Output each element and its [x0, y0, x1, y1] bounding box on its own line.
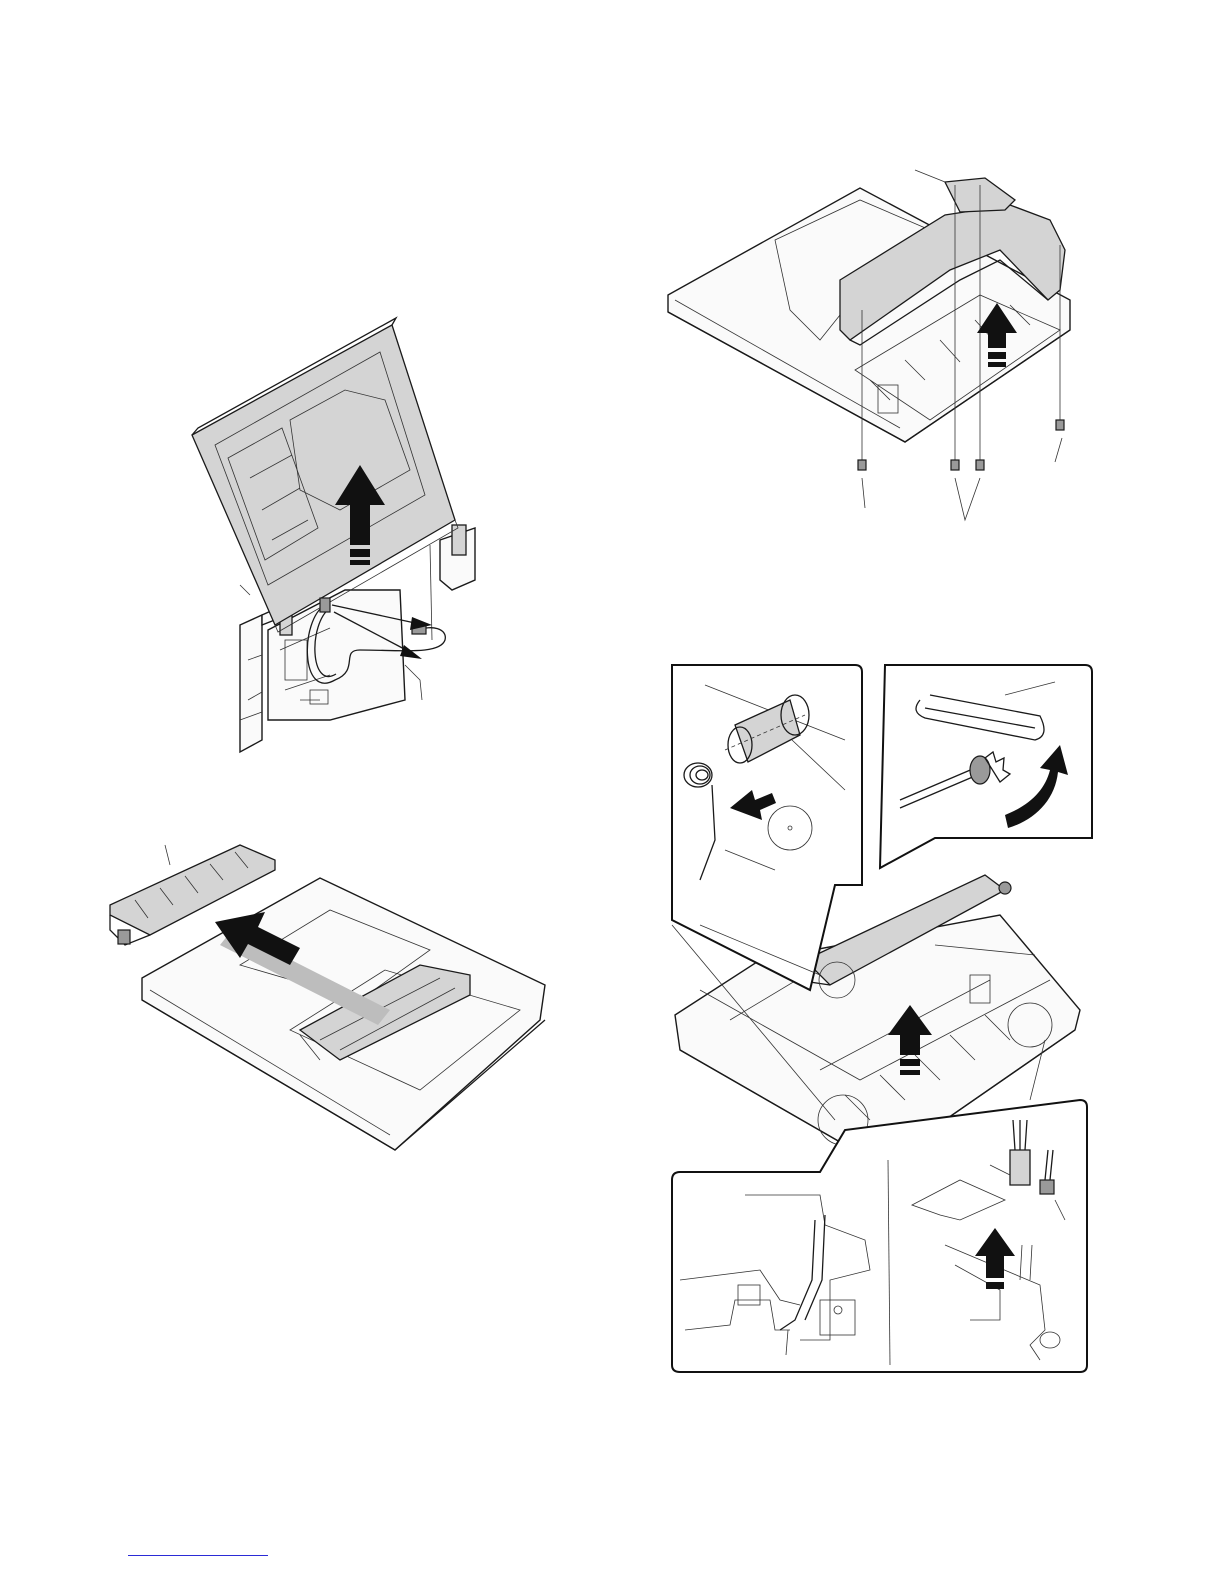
belt-detail-panel — [880, 665, 1092, 868]
connector-detail-panel — [672, 1100, 1087, 1372]
figure-roller-unit — [672, 665, 1092, 1372]
footer-rule — [128, 1555, 268, 1556]
figure-feeder-lift — [192, 318, 475, 752]
feeder-tray — [142, 878, 545, 1150]
document-feeder-cover — [192, 318, 458, 632]
figure-guide-removal — [110, 845, 545, 1150]
figure-rear-cover-removal — [668, 170, 1070, 520]
